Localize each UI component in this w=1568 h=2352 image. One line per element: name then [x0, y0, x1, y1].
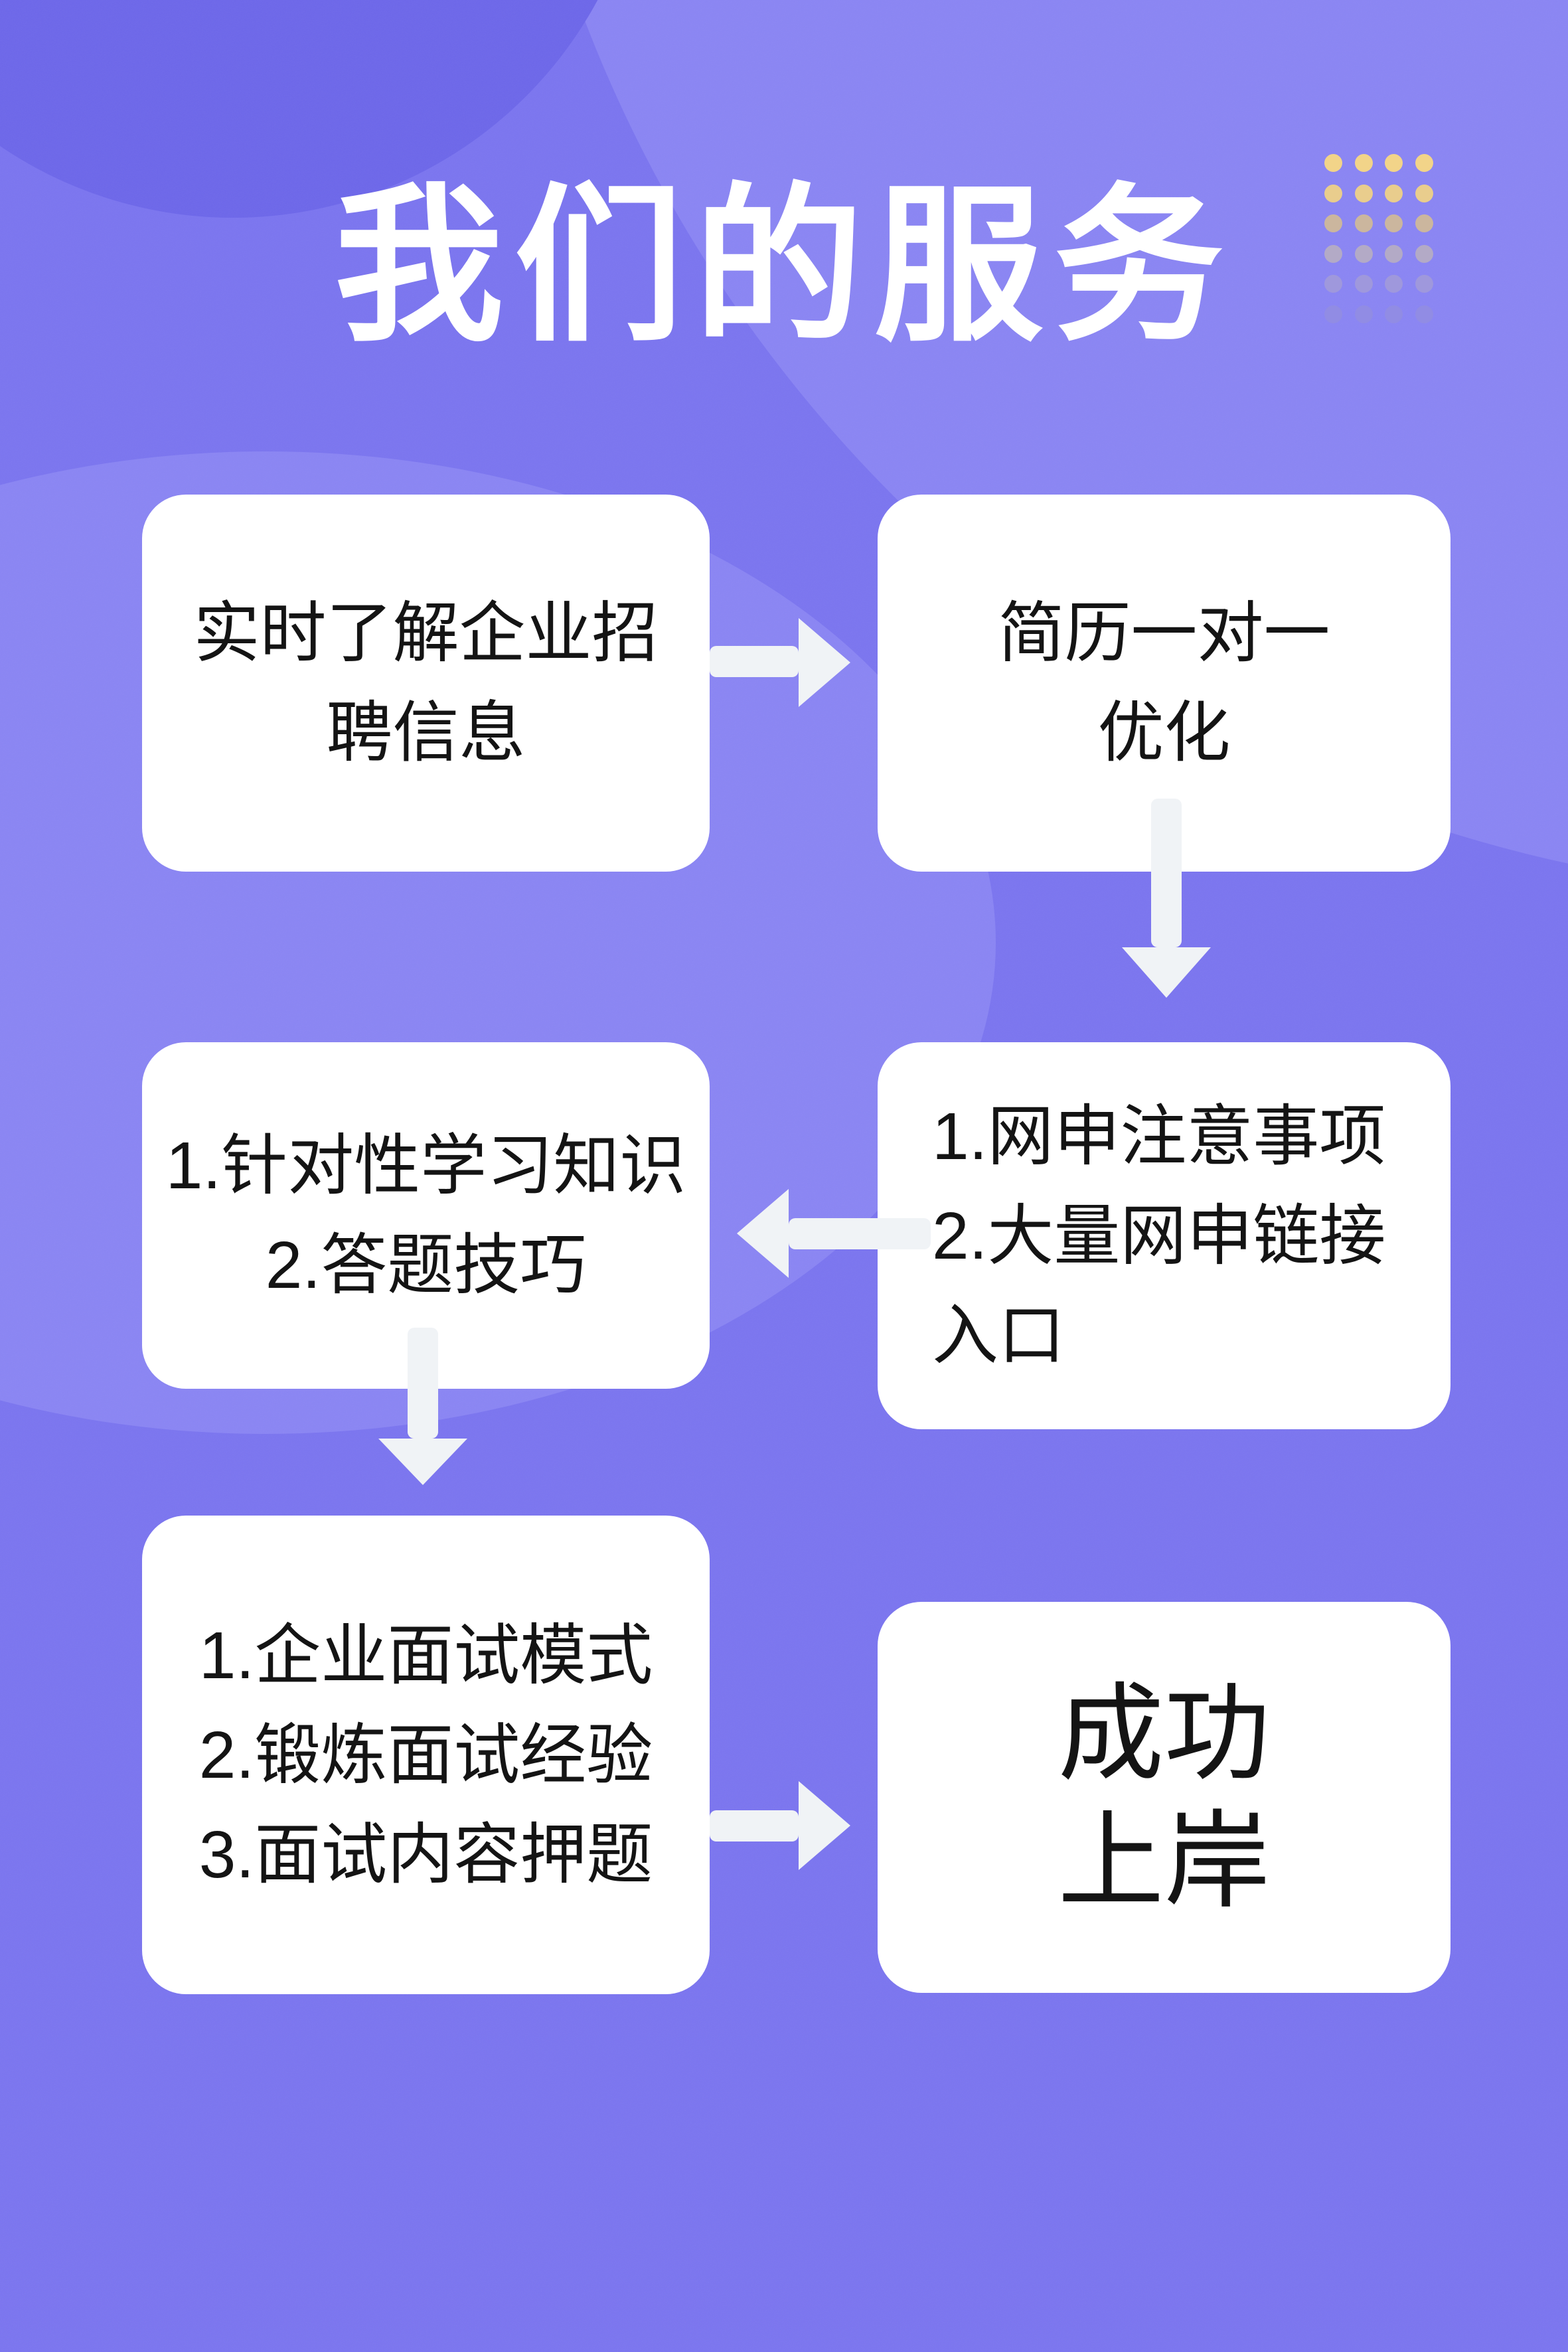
- decor-dot: [1324, 214, 1342, 232]
- flow-box-text-line: 优化: [1097, 696, 1231, 770]
- decor-dot: [1415, 214, 1433, 232]
- decor-dot: [1385, 214, 1403, 232]
- flow-box-text-line: 2.锻炼面试经验: [198, 1717, 653, 1792]
- flow-box-success: 成功 上岸: [878, 1602, 1450, 1993]
- decor-dot: [1415, 305, 1433, 323]
- decor-dot-grid: [1324, 154, 1437, 327]
- arrow-stem: [789, 1218, 931, 1249]
- flow-box-text-line: 实时了解企业招: [193, 596, 659, 670]
- decor-dot: [1354, 275, 1373, 293]
- flow-box-text-line: 2.大量网申链接: [932, 1198, 1386, 1273]
- decor-dot: [1415, 275, 1433, 293]
- flow-box-online-application: 1.网申注意事项 2.大量网申链接 入口: [878, 1042, 1450, 1429]
- flow-box-realtime-recruitment-info: 实时了解企业招 聘信息: [142, 495, 710, 872]
- flow-box-text-line: 入口: [932, 1298, 1065, 1373]
- flow-box-text-line: 成功: [1058, 1674, 1271, 1793]
- flow-box-interview-prep: 1.企业面试模式 2.锻炼面试经验 3.面试内容押题: [142, 1516, 710, 1994]
- flow-box-text-line: 聘信息: [326, 696, 526, 770]
- decor-dot: [1354, 154, 1373, 172]
- flow-box-text-line: 3.面试内容押题: [198, 1817, 653, 1892]
- page-title: 我们的服务: [334, 172, 1234, 361]
- decor-dot: [1385, 184, 1403, 202]
- decor-dot: [1324, 184, 1342, 202]
- decor-dot: [1324, 275, 1342, 293]
- decor-dot: [1385, 305, 1403, 323]
- decor-dot: [1354, 305, 1373, 323]
- decor-dot: [1324, 305, 1342, 323]
- decor-dot: [1385, 275, 1403, 293]
- arrow-stem: [408, 1328, 438, 1439]
- arrow-head: [799, 1781, 850, 1870]
- arrow-head: [378, 1439, 467, 1485]
- decor-dot: [1385, 244, 1403, 263]
- decor-dot: [1354, 244, 1373, 263]
- flow-box-text-line: 1.针对性学习知识: [165, 1129, 686, 1203]
- flow-box-text-line: 简历一对一: [998, 596, 1330, 670]
- flow-box-text-line: 2.答题技巧: [265, 1228, 587, 1302]
- decor-dot: [1415, 244, 1433, 263]
- decor-dot: [1385, 154, 1403, 172]
- decor-dot: [1354, 214, 1373, 232]
- arrow-stem: [710, 646, 799, 677]
- arrow-stem: [710, 1810, 799, 1842]
- flow-box-text-line: 1.网申注意事项: [932, 1099, 1386, 1174]
- decor-dot: [1354, 184, 1373, 202]
- flow-box-text-line: 1.企业面试模式: [198, 1618, 653, 1693]
- flow-box-text-line: 上岸: [1058, 1801, 1271, 1921]
- decor-dot: [1415, 184, 1433, 202]
- arrow-stem: [1151, 799, 1182, 947]
- arrow-head: [1122, 947, 1211, 998]
- decor-dot: [1324, 154, 1342, 172]
- decor-dot: [1324, 244, 1342, 263]
- decor-dot: [1415, 154, 1433, 172]
